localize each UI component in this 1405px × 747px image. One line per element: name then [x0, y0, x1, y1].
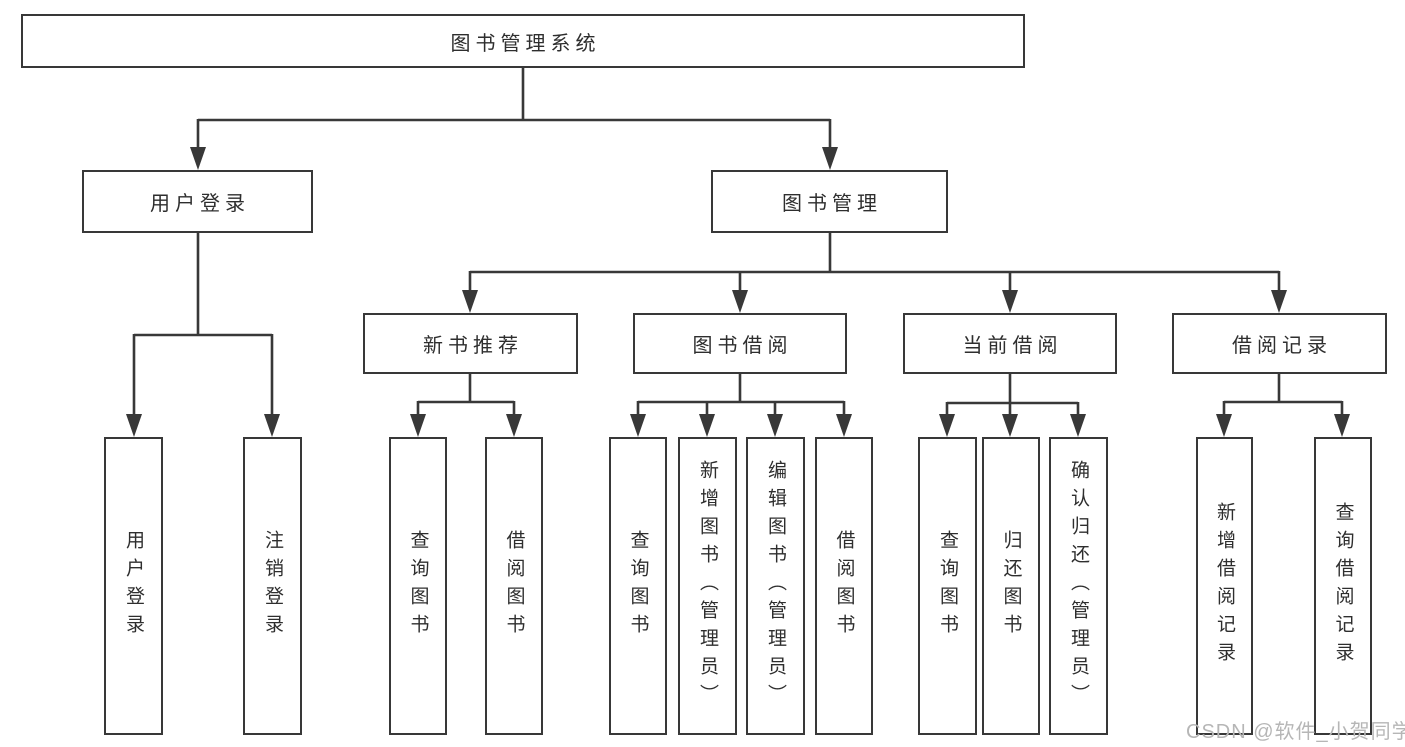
node-book-management: 图书管理 [711, 170, 948, 233]
leaf-user-login: 用户登录 [104, 437, 163, 735]
leaf-confirm-return-admin: 确认归还（管理员） [1049, 437, 1108, 735]
leaf-query-books-borrow: 查询图书 [609, 437, 667, 735]
leaf-logout: 注销登录 [243, 437, 302, 735]
csdn-watermark: CSDN @软件_小贺同学 [1186, 721, 1405, 743]
leaf-label: 注销登录 [262, 530, 283, 642]
leaf-borrow-books-borrow: 借阅图书 [815, 437, 873, 735]
leaf-label: 查询图书 [937, 530, 958, 642]
leaf-label: 查询借阅记录 [1332, 502, 1354, 670]
leaf-borrow-books-recommend: 借阅图书 [485, 437, 543, 735]
node-current-borrow: 当前借阅 [903, 313, 1117, 374]
leaf-query-books-current: 查询图书 [918, 437, 977, 735]
leaf-add-book-admin: 新增图书（管理员） [678, 437, 737, 735]
node-user-login: 用户登录 [82, 170, 313, 233]
leaf-label: 借阅图书 [503, 530, 525, 642]
leaf-label: 用户登录 [123, 530, 144, 642]
leaf-label: 查询图书 [627, 530, 649, 642]
leaf-add-borrow-record: 新增借阅记录 [1196, 437, 1253, 735]
leaf-label: 查询图书 [407, 530, 429, 642]
leaf-query-borrow-record: 查询借阅记录 [1314, 437, 1372, 735]
leaf-query-books-recommend: 查询图书 [389, 437, 447, 735]
leaf-label: 借阅图书 [833, 530, 855, 642]
leaf-label: 归还图书 [1000, 530, 1022, 642]
leaf-label: 新增图书（管理员） [697, 460, 718, 712]
leaf-label: 新增借阅记录 [1214, 502, 1235, 670]
leaf-label: 编辑图书（管理员） [765, 460, 786, 712]
leaf-label: 确认归还（管理员） [1068, 460, 1089, 712]
node-library-management-system: 图书管理系统 [21, 14, 1025, 68]
node-borrow-records: 借阅记录 [1172, 313, 1387, 374]
node-new-book-recommend: 新书推荐 [363, 313, 578, 374]
leaf-edit-book-admin: 编辑图书（管理员） [746, 437, 805, 735]
leaf-return-book: 归还图书 [982, 437, 1040, 735]
node-book-borrow: 图书借阅 [633, 313, 847, 374]
